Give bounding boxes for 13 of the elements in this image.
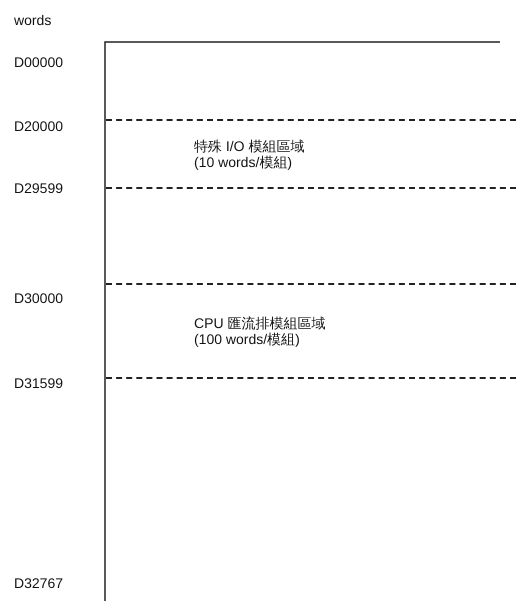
region-title: CPU 匯流排模組區域 <box>194 315 326 331</box>
address-label: D00000 <box>14 54 64 70</box>
region-title: 特殊 I/O 模組區域 <box>194 138 304 154</box>
region-size: (100 words/模組) <box>194 331 300 347</box>
address-label: D29599 <box>14 180 64 196</box>
region-size: (10 words/模組) <box>194 154 292 170</box>
memory-region <box>106 283 516 379</box>
memory-region <box>106 119 516 189</box>
address-label: D32767 <box>14 575 64 591</box>
address-label: D30000 <box>14 290 64 306</box>
unit-label: words <box>14 12 52 28</box>
address-label: D31599 <box>14 375 64 391</box>
address-label: D20000 <box>14 118 64 134</box>
